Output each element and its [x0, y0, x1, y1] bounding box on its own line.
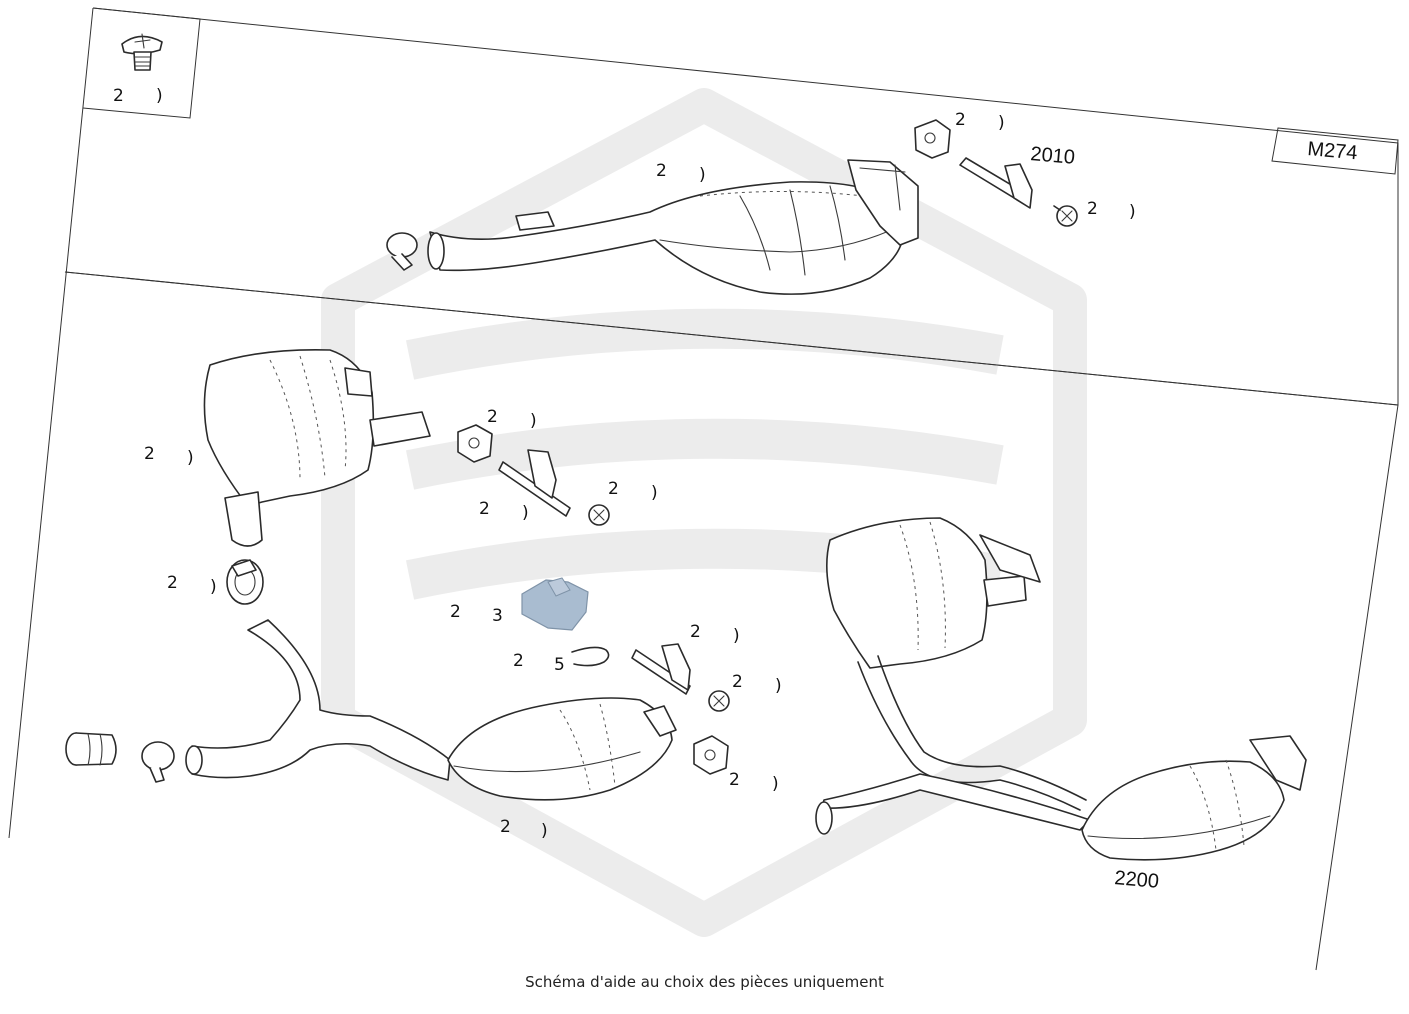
callout-low-bolt-digit: 2 — [732, 672, 743, 692]
rear-muffler — [203, 348, 431, 547]
sheet-frame — [8, 7, 1399, 971]
callout-actuator-digit: 2 — [450, 602, 461, 622]
lower-catalytic-converter — [447, 697, 677, 801]
callout-low-hanger-suffix: ) — [772, 774, 779, 794]
bolt-icon — [588, 504, 610, 526]
callout-topbox-suffix: ) — [156, 86, 163, 106]
callout-mid-bracket-digit: 2 — [479, 499, 490, 519]
screw-icon — [121, 33, 163, 71]
callout-top-muffler-suffix: ) — [699, 165, 706, 185]
callout-top-clamp-digit: 2 — [955, 110, 966, 130]
lower-y-pipe — [185, 619, 451, 781]
hanger-bracket-icon — [631, 643, 691, 695]
hanger-bracket-icon — [959, 157, 1033, 209]
callout-low-bolt-suffix: ) — [775, 676, 782, 696]
hanger-bracket-icon — [498, 449, 571, 517]
complete-exhaust-2200 — [815, 517, 1307, 861]
callout-mid-hanger-suffix: ) — [530, 411, 537, 431]
callout-top-muffler-digit: 2 — [656, 161, 667, 181]
engine-code: M274 — [1307, 138, 1359, 164]
clip-icon — [571, 646, 610, 667]
diagram-caption: Schéma d'aide au choix des pièces unique… — [525, 973, 884, 991]
rubber-hanger-icon — [693, 735, 729, 775]
callout-mid-hanger-digit: 2 — [487, 407, 498, 427]
callout-low-hanger-digit: 2 — [729, 770, 740, 790]
callout-actuator-suffix: 3 — [492, 606, 503, 626]
callout-top-bolt-digit: 2 — [1087, 199, 1098, 219]
callouts: 2 ) 2 ) 2 ) 2 ) 2 ) 2 ) 2 ) 2 ) 2 ) 2 3 … — [113, 86, 1136, 841]
bolt-icon — [1053, 205, 1078, 227]
rubber-hanger-icon — [914, 119, 951, 159]
callout-rear-muffler-digit: 2 — [144, 444, 155, 464]
rubber-hanger-icon — [457, 424, 493, 463]
sleeve-clamp-icon — [226, 559, 264, 605]
callout-low-bracket-digit: 2 — [690, 622, 701, 642]
double-clamp-icon — [65, 732, 117, 766]
callout-sleeve-suffix: ) — [210, 577, 217, 597]
band-clamp-icon — [141, 741, 175, 783]
callout-low-cat-suffix: ) — [541, 821, 548, 841]
callout-mid-bolt-digit: 2 — [608, 479, 619, 499]
callout-sleeve-digit: 2 — [167, 573, 178, 593]
callout-mid-bolt-suffix: ) — [651, 483, 658, 503]
upper-catalytic-assembly — [427, 159, 919, 295]
bolt-icon — [708, 690, 730, 712]
callout-mid-bracket-suffix: ) — [522, 503, 529, 523]
callout-topbox-digit: 2 — [113, 86, 124, 106]
callout-clip-digit: 2 — [513, 651, 524, 671]
valve-actuator-icon — [521, 577, 589, 631]
callout-rear-muffler-suffix: ) — [187, 448, 194, 468]
callout-top-clamp-suffix: ) — [998, 113, 1005, 133]
band-clamp-icon — [386, 232, 418, 271]
part-number-2010: 2010 — [1030, 143, 1076, 169]
callout-low-cat-digit: 2 — [500, 817, 511, 837]
part-number-2200: 2200 — [1114, 867, 1160, 893]
callout-top-bolt-suffix: ) — [1129, 202, 1136, 222]
callout-low-bracket-suffix: ) — [733, 626, 740, 646]
callout-clip-suffix: 5 — [554, 655, 565, 675]
